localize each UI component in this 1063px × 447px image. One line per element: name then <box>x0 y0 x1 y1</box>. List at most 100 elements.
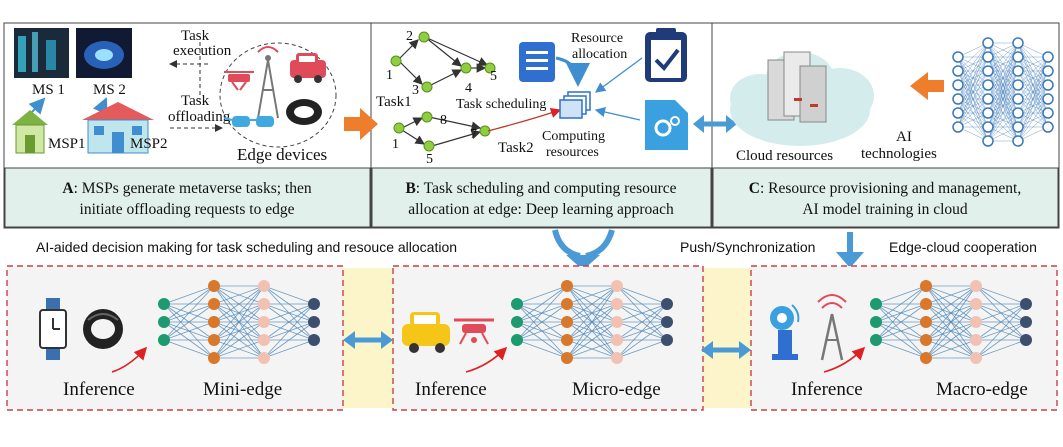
mini-edge-label: Mini-edge <box>203 379 282 400</box>
nn-node <box>952 79 964 91</box>
nn-node <box>1042 79 1054 91</box>
nn-node <box>1012 121 1024 133</box>
inference-arrow-mini <box>111 346 148 373</box>
edge-devices-label: Edge devices <box>237 145 327 164</box>
nn-node <box>920 298 932 310</box>
caption-b-bg <box>371 167 712 228</box>
caption-a-line1: A: MSPs generate metaverse tasks; then <box>62 180 311 197</box>
nn-node <box>970 334 982 346</box>
vr-glasses-icon <box>223 116 274 127</box>
caption-a-bg <box>4 167 371 228</box>
drone-icon <box>224 71 254 91</box>
caption-a-line2: initiate offloading requests to edge <box>80 201 295 218</box>
nn-node <box>1012 65 1024 77</box>
nn-node <box>970 316 982 328</box>
nn-node <box>952 121 964 133</box>
nn-node <box>952 65 964 77</box>
mini-inference-label: Inference <box>63 379 135 400</box>
arrow-mini-micro <box>343 331 393 349</box>
nn-node <box>1042 107 1054 119</box>
g1-node-5: 5 <box>490 69 497 84</box>
task-execution-label-2: execution <box>173 43 232 59</box>
g2-node-5: 5 <box>426 152 433 167</box>
ai-label-2: technologies <box>861 146 937 162</box>
watch-icon <box>39 298 67 360</box>
task1-label: Task1 <box>376 94 412 110</box>
caption-b-line2: allocation at edge: Deep learning approa… <box>408 201 674 218</box>
task-execution-label-1: Task <box>181 28 210 44</box>
computing-resources-label-1: Computing <box>542 129 605 144</box>
neural-network-mini <box>158 280 320 364</box>
nn-node <box>158 316 170 328</box>
nn-node <box>611 280 623 292</box>
nn-node <box>970 280 982 292</box>
drone-icon <box>454 318 494 345</box>
nn-node <box>561 352 573 364</box>
nn-node <box>611 334 623 346</box>
inference-arrow-macro <box>823 346 866 373</box>
nn-node <box>561 298 573 310</box>
nn-node <box>1012 51 1024 63</box>
nn-node <box>308 298 320 310</box>
nn-node <box>920 280 932 292</box>
caption-c-bg <box>712 167 1059 228</box>
car-icon <box>290 53 326 83</box>
ai-label-1: AI <box>896 129 912 145</box>
macro-edge-panel <box>750 265 1058 411</box>
neural-network-macro <box>870 280 1032 364</box>
nn-node <box>661 334 673 346</box>
nn-node <box>258 334 270 346</box>
panel-a: MS 1 MS 2 MSP1 MSP2 Task execution Task … <box>12 28 337 218</box>
nn-node <box>511 316 523 328</box>
nn-node <box>1012 135 1024 147</box>
arrow-ai-to-cloud <box>910 72 944 100</box>
arrow-b-c <box>693 115 737 133</box>
g1-node-3: 3 <box>412 83 419 98</box>
arrow-a-to-b <box>344 108 378 140</box>
servers-icon <box>767 51 827 123</box>
smart-ring-icon <box>286 99 322 125</box>
task-offloading-label-1: Task <box>181 93 210 109</box>
nn-node <box>308 334 320 346</box>
nn-node <box>1012 107 1024 119</box>
nn-node <box>920 316 932 328</box>
tower-icon <box>817 294 847 361</box>
msp1-label: MSP1 <box>48 136 86 152</box>
nn-node <box>511 298 523 310</box>
nn-node <box>611 298 623 310</box>
nn-node <box>661 298 673 310</box>
nn-node <box>982 65 994 77</box>
push-sync-label: Push/Synchronization <box>680 239 815 255</box>
macro-edge-label: Macro-edge <box>936 379 1028 400</box>
blue-merge-arrow <box>552 229 615 270</box>
nn-node <box>1020 298 1032 310</box>
nn-node <box>1042 121 1054 133</box>
caption-b-line1: B: Task scheduling and computing resourc… <box>405 180 676 197</box>
nn-node <box>308 316 320 328</box>
micro-edge-label: Micro-edge <box>572 379 661 400</box>
task2-label: Task2 <box>498 140 534 156</box>
task-offloading-label-2: offloading <box>168 109 231 125</box>
nn-node <box>661 316 673 328</box>
nn-node <box>1042 65 1054 77</box>
ms1-label: MS 1 <box>32 82 65 98</box>
nn-node <box>561 280 573 292</box>
inference-arrow-micro <box>465 346 508 373</box>
nn-node <box>158 334 170 346</box>
macro-inference-label: Inference <box>791 379 863 400</box>
msp2-house-icon <box>82 102 154 154</box>
cloud-resources-label: Cloud resources <box>736 148 833 164</box>
g1-node-1: 1 <box>386 68 393 83</box>
g2-node-1: 1 <box>392 137 399 152</box>
nn-node <box>208 316 220 328</box>
nn-node <box>1012 93 1024 105</box>
nn-node <box>208 334 220 346</box>
nn-node <box>1042 93 1054 105</box>
nn-node <box>561 334 573 346</box>
computing-resources-label-2: resources <box>546 145 599 160</box>
nn-node <box>970 298 982 310</box>
task-list-icon <box>519 42 555 82</box>
caption-c-line2: AI model training in cloud <box>802 201 968 218</box>
satellite-dish-icon <box>770 304 800 360</box>
